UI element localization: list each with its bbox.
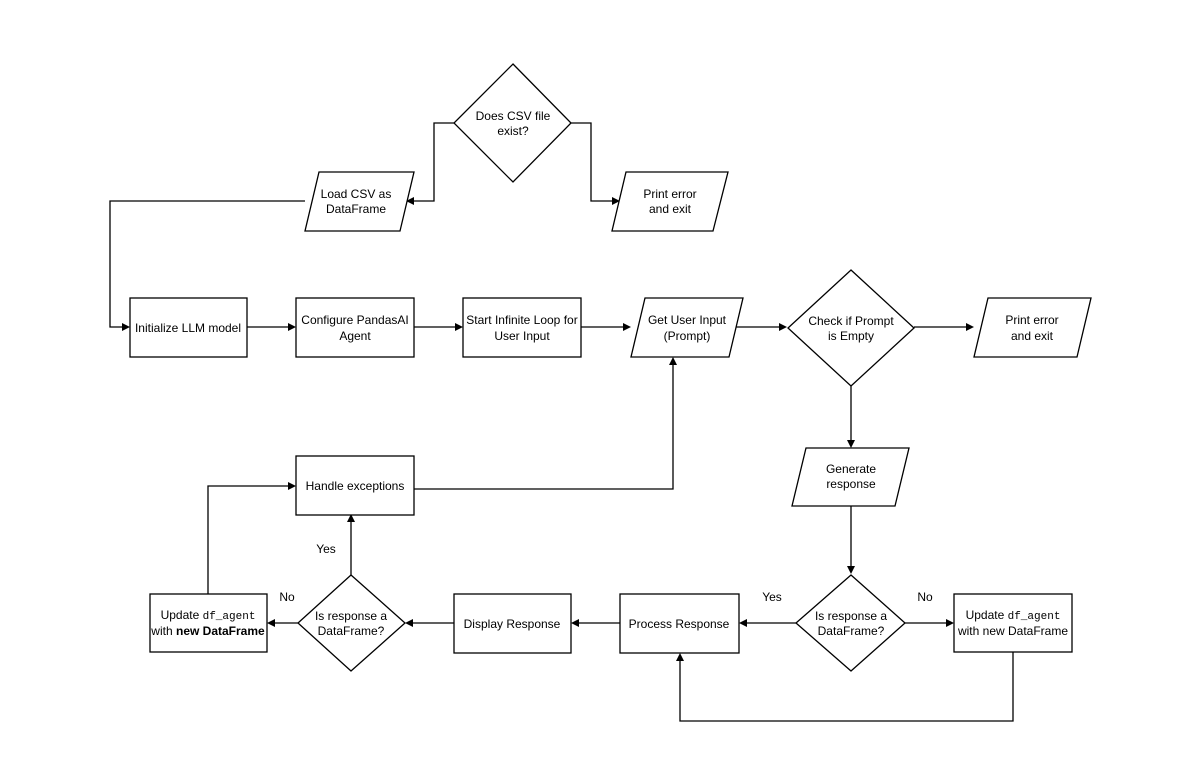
decision-label-line: DataFrame?: [818, 624, 885, 638]
process-label-line: Agent: [339, 329, 371, 343]
process-label-line: Configure PandasAI: [301, 313, 408, 327]
process-label: Display Response: [464, 617, 561, 631]
edges: [109, 122, 1014, 722]
arrowhead: [455, 323, 463, 331]
arrowhead: [946, 619, 954, 627]
decision-label-line: DataFrame?: [318, 624, 385, 638]
io-label-line: Get User Input: [648, 313, 727, 327]
arrowhead: [288, 482, 296, 490]
label-text: Update: [161, 608, 203, 622]
io-print-error-right: Print error and exit: [973, 297, 1092, 358]
process-configure-agent: Configure PandasAI Agent: [295, 297, 415, 358]
process-label: Handle exceptions: [306, 479, 405, 493]
arrowhead: [406, 197, 414, 205]
io-label-line: Print error: [1005, 313, 1058, 327]
code-label: df_agent: [1008, 611, 1061, 623]
arrowhead: [739, 619, 747, 627]
arrowhead: [347, 514, 355, 522]
process-handle-exceptions: Handle exceptions: [295, 455, 415, 516]
edge-handle-to-input: [414, 365, 674, 490]
arrowhead: [676, 653, 684, 661]
io-label-line: Generate: [826, 462, 876, 476]
process-update-agent-right: Update df_agent with new DataFrame: [953, 593, 1073, 653]
process-label-line: Update df_agent: [161, 608, 256, 623]
decision-is-dataframe-right: Is response a DataFrame?: [795, 574, 906, 672]
arrowhead: [623, 323, 631, 331]
edge-csv-to-load: [414, 122, 454, 202]
decision-check-prompt: Check if Prompt is Empty: [787, 269, 915, 387]
process-process-response: Process Response: [619, 593, 740, 654]
io-load-csv: Load CSV as DataFrame: [304, 171, 415, 232]
arrowhead: [779, 323, 787, 331]
io-label-line: Load CSV as: [321, 187, 392, 201]
edge-update-to-process: [679, 652, 1014, 722]
io-label-line: Print error: [643, 187, 696, 201]
decision-label-line: exist?: [497, 124, 529, 138]
process-label-line: Update df_agent: [966, 608, 1061, 623]
edge-label-yes: Yes: [316, 542, 336, 556]
process-label: Initialize LLM model: [135, 321, 241, 335]
decision-label-line: Does CSV file: [476, 109, 551, 123]
edge-load-to-init: [109, 200, 305, 328]
arrowhead: [405, 619, 413, 627]
arrowhead: [847, 440, 855, 448]
arrowhead: [267, 619, 275, 627]
io-label-line: response: [826, 477, 876, 491]
process-label-line: User Input: [494, 329, 550, 343]
edge-label-no: No: [917, 590, 933, 604]
process-label-line: Start Infinite Loop for: [466, 313, 577, 327]
code-label: df_agent: [203, 611, 256, 623]
io-print-error-top: Print error and exit: [611, 171, 729, 232]
io-label-line: (Prompt): [664, 329, 711, 343]
io-label-line: DataFrame: [326, 202, 386, 216]
process-update-agent-left: Update df_agent with new DataFrame: [149, 593, 268, 653]
arrowhead: [966, 323, 974, 331]
decision-label-line: Check if Prompt: [808, 314, 894, 328]
arrowhead: [612, 197, 620, 205]
process-display-response: Display Response: [453, 593, 572, 654]
arrowhead: [669, 357, 677, 365]
edge-label-yes: Yes: [762, 590, 782, 604]
io-label-line: and exit: [649, 202, 692, 216]
arrowhead: [847, 566, 855, 574]
edge-update-to-handle: [207, 485, 288, 594]
decision-csv-exists: Does CSV file exist?: [453, 63, 572, 183]
edge-csv-to-error: [571, 122, 612, 202]
io-generate-response: Generate response: [791, 447, 910, 507]
arrowhead: [122, 323, 130, 331]
decision-is-dataframe-left: Is response a DataFrame?: [297, 574, 406, 672]
process-start-loop: Start Infinite Loop for User Input: [462, 297, 582, 358]
decision-label-line: Is response a: [815, 609, 887, 623]
io-label-line: and exit: [1011, 329, 1054, 343]
io-get-user-input: Get User Input (Prompt): [630, 297, 744, 358]
process-init-llm: Initialize LLM model: [129, 297, 248, 358]
process-label-line: with new DataFrame: [957, 624, 1068, 638]
edge-label-no: No: [279, 590, 295, 604]
label-text: with: [150, 624, 176, 638]
label-text: Update: [966, 608, 1008, 622]
process-label-line: with new DataFrame: [150, 624, 265, 638]
decision-label-line: Is response a: [315, 609, 387, 623]
decision-label-line: is Empty: [828, 329, 874, 343]
process-label: Process Response: [629, 617, 730, 631]
arrowhead: [571, 619, 579, 627]
arrowhead: [288, 323, 296, 331]
bold-label: new DataFrame: [176, 624, 265, 638]
